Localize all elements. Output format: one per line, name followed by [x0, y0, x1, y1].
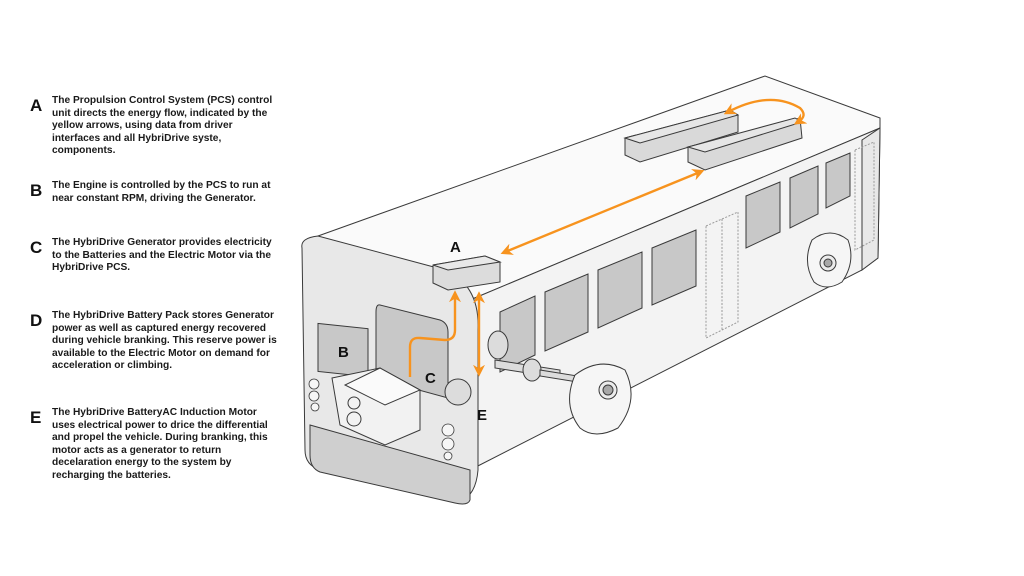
legend-text: The HybriDrive Battery Pack stores Gener…	[52, 310, 277, 372]
headlights	[308, 378, 455, 461]
legend-text: The Propulsion Control System (PCS) cont…	[52, 95, 273, 157]
side-door	[705, 141, 875, 339]
energy-flow-arrows	[408, 98, 808, 377]
legend-letter: C	[30, 238, 43, 257]
engine-block	[331, 367, 422, 446]
legend-item-c: C The HybriDrive Generator provides elec…	[30, 237, 282, 275]
arrow-pcs-batteries	[500, 169, 705, 255]
callout-c: C	[425, 370, 436, 387]
callout-b: B	[338, 344, 349, 361]
callouts: A B C E	[338, 239, 487, 424]
bus-bumper	[309, 424, 471, 505]
legend-letter: E	[30, 408, 42, 427]
pcs-unit	[432, 255, 502, 291]
arrow-between-batteries	[723, 98, 808, 125]
arrow-generator-pcs	[408, 290, 461, 377]
legend-letter: A	[30, 96, 43, 115]
legend-item-a: A The Propulsion Control System (PCS) co…	[30, 95, 282, 158]
legend-item-e: E The HybriDrive BatteryAC Induction Mot…	[30, 407, 282, 483]
rear-wheel	[569, 363, 632, 435]
legend-text: The HybriDrive Generator provides electr…	[52, 237, 272, 274]
bus-rear	[861, 127, 881, 271]
legend-item-b: B The Engine is controlled by the PCS to…	[30, 180, 282, 205]
callout-a: A	[450, 239, 461, 256]
legend-text: The HybriDrive BatteryAC Induction Motor…	[52, 407, 268, 481]
callout-e: E	[477, 407, 487, 424]
legend-item-d: D The HybriDrive Battery Pack stores Gen…	[30, 310, 282, 373]
drivetrain	[444, 232, 852, 435]
electric-motor	[487, 330, 509, 360]
generator	[444, 378, 472, 406]
destination-sign	[317, 322, 369, 378]
legend-text: The Engine is controlled by the PCS to r…	[52, 180, 271, 204]
legend-letter: B	[30, 181, 43, 200]
legend-letter: D	[30, 311, 43, 330]
